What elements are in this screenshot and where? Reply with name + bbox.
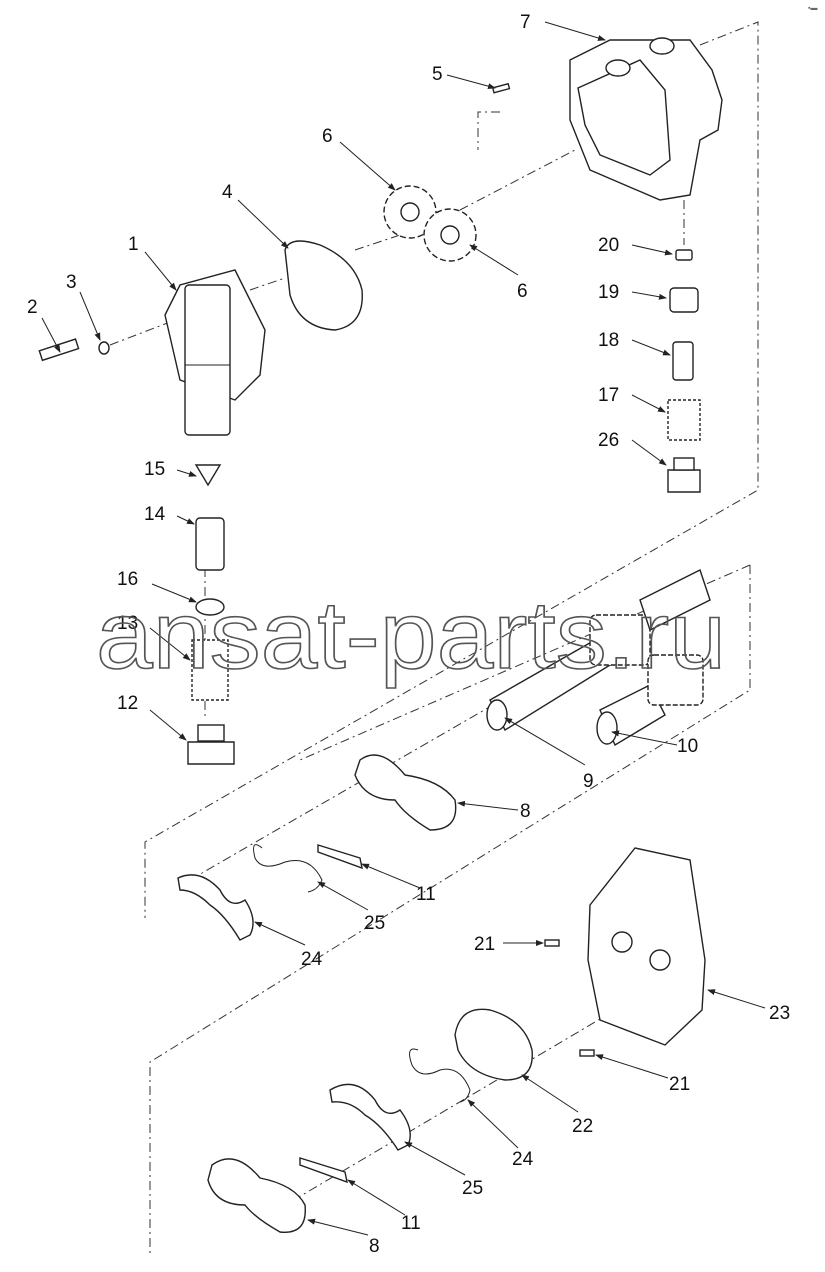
part-5-key [491,82,511,94]
callout-9: 9 [583,771,594,792]
callout-24: 24 [301,949,323,970]
relief-valve-left [187,464,235,765]
callout-11b: 11 [401,1213,421,1234]
callout-21: 21 [474,934,495,955]
callout-15: 15 [144,459,165,480]
callout-17: 17 [598,385,619,406]
part-7-pump-housing [569,37,723,201]
callout-14: 14 [144,504,166,525]
callout-6: 6 [322,126,333,147]
callout-5: 5 [432,64,443,85]
callout-25b: 25 [462,1178,483,1199]
part-21-dowel-pin [579,1049,595,1057]
callout-12: 12 [117,693,138,714]
callout-7: 7 [520,12,531,33]
callout-23: 23 [769,1003,790,1024]
part-23-rear-cover [587,847,706,1046]
callout-4: 4 [222,182,233,203]
part-25-retainer [329,1083,411,1151]
part-24-retainer [177,874,254,941]
callout-6b: 6 [517,281,528,302]
part-25-spring-clip [253,844,323,893]
part-9-10-gear-shafts [486,569,711,747]
part-4-o-ring [284,240,363,331]
part-8-wear-plate [354,754,457,831]
callout-20: 20 [598,235,619,256]
part-24-spring-clip [409,1048,471,1103]
callout-10: 10 [677,736,698,757]
part-6-gears [383,185,477,262]
part-11-seal [299,1157,348,1184]
callout-8: 8 [520,801,531,822]
callout-26: 26 [598,430,619,451]
callout-18: 18 [598,330,619,351]
part-1-cover [164,269,266,436]
part-11-seal [317,844,363,870]
corner-mark: ▪▬ [808,5,817,12]
callout-21b: 21 [669,1074,690,1095]
callout-1: 1 [128,234,139,255]
part-21-dowel-pin [544,939,560,947]
callout-13: 13 [117,613,138,634]
callout-22: 22 [572,1116,593,1137]
callout-8b: 8 [369,1236,380,1257]
part-22-o-ring [454,1008,533,1081]
callout-16: 16 [117,569,138,590]
relief-valve-right [667,249,701,493]
callout-labels: 7 5 6 6 4 1 3 2 20 19 18 17 26 15 14 16 … [27,12,790,1257]
watermark: ansat-parts.ru [96,582,726,689]
callout-2: 2 [27,297,38,318]
callout-25: 25 [364,913,385,934]
callout-24b: 24 [512,1149,534,1170]
leader-lines [41,21,766,1236]
part-8-wear-plate [207,1158,306,1233]
callout-19: 19 [598,282,619,303]
callout-11: 11 [416,884,436,905]
callout-3: 3 [66,272,77,293]
part-3-washer [98,341,110,355]
